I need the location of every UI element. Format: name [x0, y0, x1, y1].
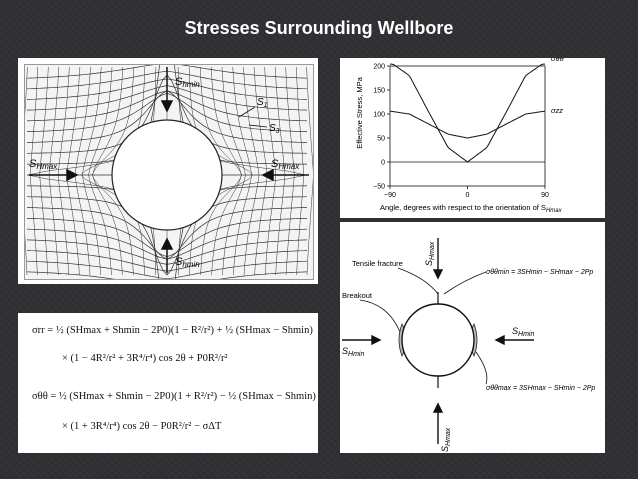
trajectory-line-s3 [82, 66, 102, 276]
chart-x-axis-label: Angle, degrees with respect to the orien… [380, 203, 563, 214]
right-arrow-head [261, 168, 274, 182]
slide-title: Stresses Surrounding Wellbore [184, 18, 454, 38]
trajectory-line-s3 [243, 66, 260, 276]
chart-svg: 200 150 100 50 0 −50−90 0 90 σθθ σzz Effective S… [355, 54, 564, 214]
right-shmin-label: SHmin [512, 326, 534, 338]
bottom-shmin-label: Shmin [175, 256, 200, 269]
top-arrow-head [160, 100, 174, 113]
bottom-arrow-head [432, 402, 444, 413]
borehole-circle [401, 303, 475, 377]
s3-label: S3 [269, 123, 280, 135]
chart-x-tick-label: −90 [384, 192, 396, 199]
trajectory-line-s3 [285, 66, 295, 276]
stress-trajectory-figure: Shmin Shmin SHmax SHmax S1 S3 [18, 7, 318, 343]
breakout-leader [359, 299, 401, 333]
right-shmax-label: SHmax [271, 158, 300, 171]
breakout-label: Breakout [342, 291, 373, 300]
max-eq-leader [475, 351, 488, 385]
chart-y-tick-label: 50 [377, 136, 385, 143]
trajectory-line-s3 [88, 66, 113, 276]
trajectory-line-s3 [188, 66, 254, 276]
chart-x-tick-label: 0 [466, 192, 470, 199]
trajectory-line-s3 [29, 66, 39, 276]
stress-equations: σrr = ½ (SHmax + Shmin − 2P0)(1 − R²/r²)… [18, 313, 318, 453]
tensile-fracture-leader [397, 267, 439, 295]
trajectory-line-s3 [92, 66, 135, 276]
trajectory-line-s3 [199, 66, 242, 276]
chart-y-tick-label: 0 [381, 160, 385, 167]
trajectory-line-s3 [177, 66, 307, 275]
breakout-diagram: Tensile fracture Breakout SHmax SHmax SH… [340, 222, 605, 453]
trajectory-line-s3 [295, 66, 305, 276]
chart-y-tick-label: −50 [373, 184, 385, 191]
chart-axes: 200 150 100 50 0 −50−90 0 90 [373, 64, 549, 200]
trajectory-line-s3 [306, 66, 314, 276]
effective-stress-chart: 200 150 100 50 0 −50−90 0 90 σθθ σzz Effective S… [340, 54, 605, 218]
wellbore-circle [111, 119, 223, 231]
trajectory-line-s3 [274, 66, 286, 276]
equation-sigma-tt-line1: σθθ = ½ (SHmax + Shmin − 2P0)(1 + R²/r²)… [32, 391, 316, 402]
chart-y-tick-label: 100 [373, 112, 385, 119]
trajectory-line-s3 [57, 66, 70, 276]
top-shmax-label: SHmax [424, 241, 436, 266]
right-arrow-head [494, 334, 505, 346]
trajectory-line-s3 [39, 66, 49, 276]
left-shmin-label: SHmin [342, 346, 364, 358]
trajectory-line-s3 [264, 66, 277, 276]
tensile-fracture-label: Tensile fracture [352, 259, 403, 268]
chart-series-line [390, 63, 545, 163]
trajectory-line-s3 [232, 66, 252, 276]
left-shmax-label: SHmax [29, 158, 58, 171]
chart-x-tick-label: 90 [541, 192, 549, 199]
left-arrow-head [66, 168, 79, 182]
chart-series-group: σθθ σzz [389, 54, 564, 163]
breakout-svg: Tensile fracture Breakout SHmax SHmax SH… [342, 238, 595, 452]
trajectory-line-s3 [221, 66, 246, 276]
equation-sigma-rr-line2: × (1 − 4R²/r² + 3R⁴/r⁴) cos 2θ + P0R²/r² [62, 353, 228, 364]
trajectory-line-s3 [80, 66, 146, 276]
trajectory-line-s3 [20, 66, 28, 276]
trajectory-line-s3 [92, 66, 124, 276]
chart-y-axis-label: Effective Stress, MPa [355, 76, 364, 148]
sigma-min-equation: σθθmin = 3SHmin − SHmax − 2Pp [486, 269, 593, 276]
trajectory-line-s3 [210, 66, 242, 276]
trajectory-line-s1 [26, 260, 308, 280]
top-shmin-label: Shmin [175, 76, 200, 89]
chart-series-label: σθθ [551, 58, 564, 63]
equation-sigma-tt-line2: × (1 + 3R⁴/r⁴) cos 2θ − P0R²/r² − σΔT [62, 421, 222, 432]
chart-y-tick-label: 150 [373, 88, 385, 95]
trajectory-line-s3 [48, 66, 60, 276]
trajectory-line-s3 [74, 66, 91, 276]
trajectory-line-s3 [27, 66, 157, 275]
left-arrow-head [371, 334, 382, 346]
sigma-max-equation: σθθmax = 3SHmax − SHmin − 2Pp [486, 385, 595, 392]
trajectory-line-s3 [253, 66, 268, 276]
s1-leader [238, 106, 256, 118]
top-arrow-head [432, 269, 444, 280]
chart-series-label: σzz [551, 106, 563, 115]
bottom-arrow-head [160, 237, 174, 250]
bottom-shmax-label: SHmax [440, 427, 452, 452]
s3-leader [248, 124, 268, 128]
stress-trajectory-svg: Shmin Shmin SHmax SHmax S1 S3 [20, 7, 314, 343]
s1-label: S1 [257, 97, 268, 109]
min-eq-leader [443, 271, 487, 295]
chart-plot-frame [389, 65, 546, 187]
equation-sigma-rr-line1: σrr = ½ (SHmax + Shmin − 2P0)(1 − R²/r²)… [32, 325, 313, 336]
chart-y-tick-label: 200 [373, 64, 385, 71]
chart-series-line [389, 110, 546, 139]
